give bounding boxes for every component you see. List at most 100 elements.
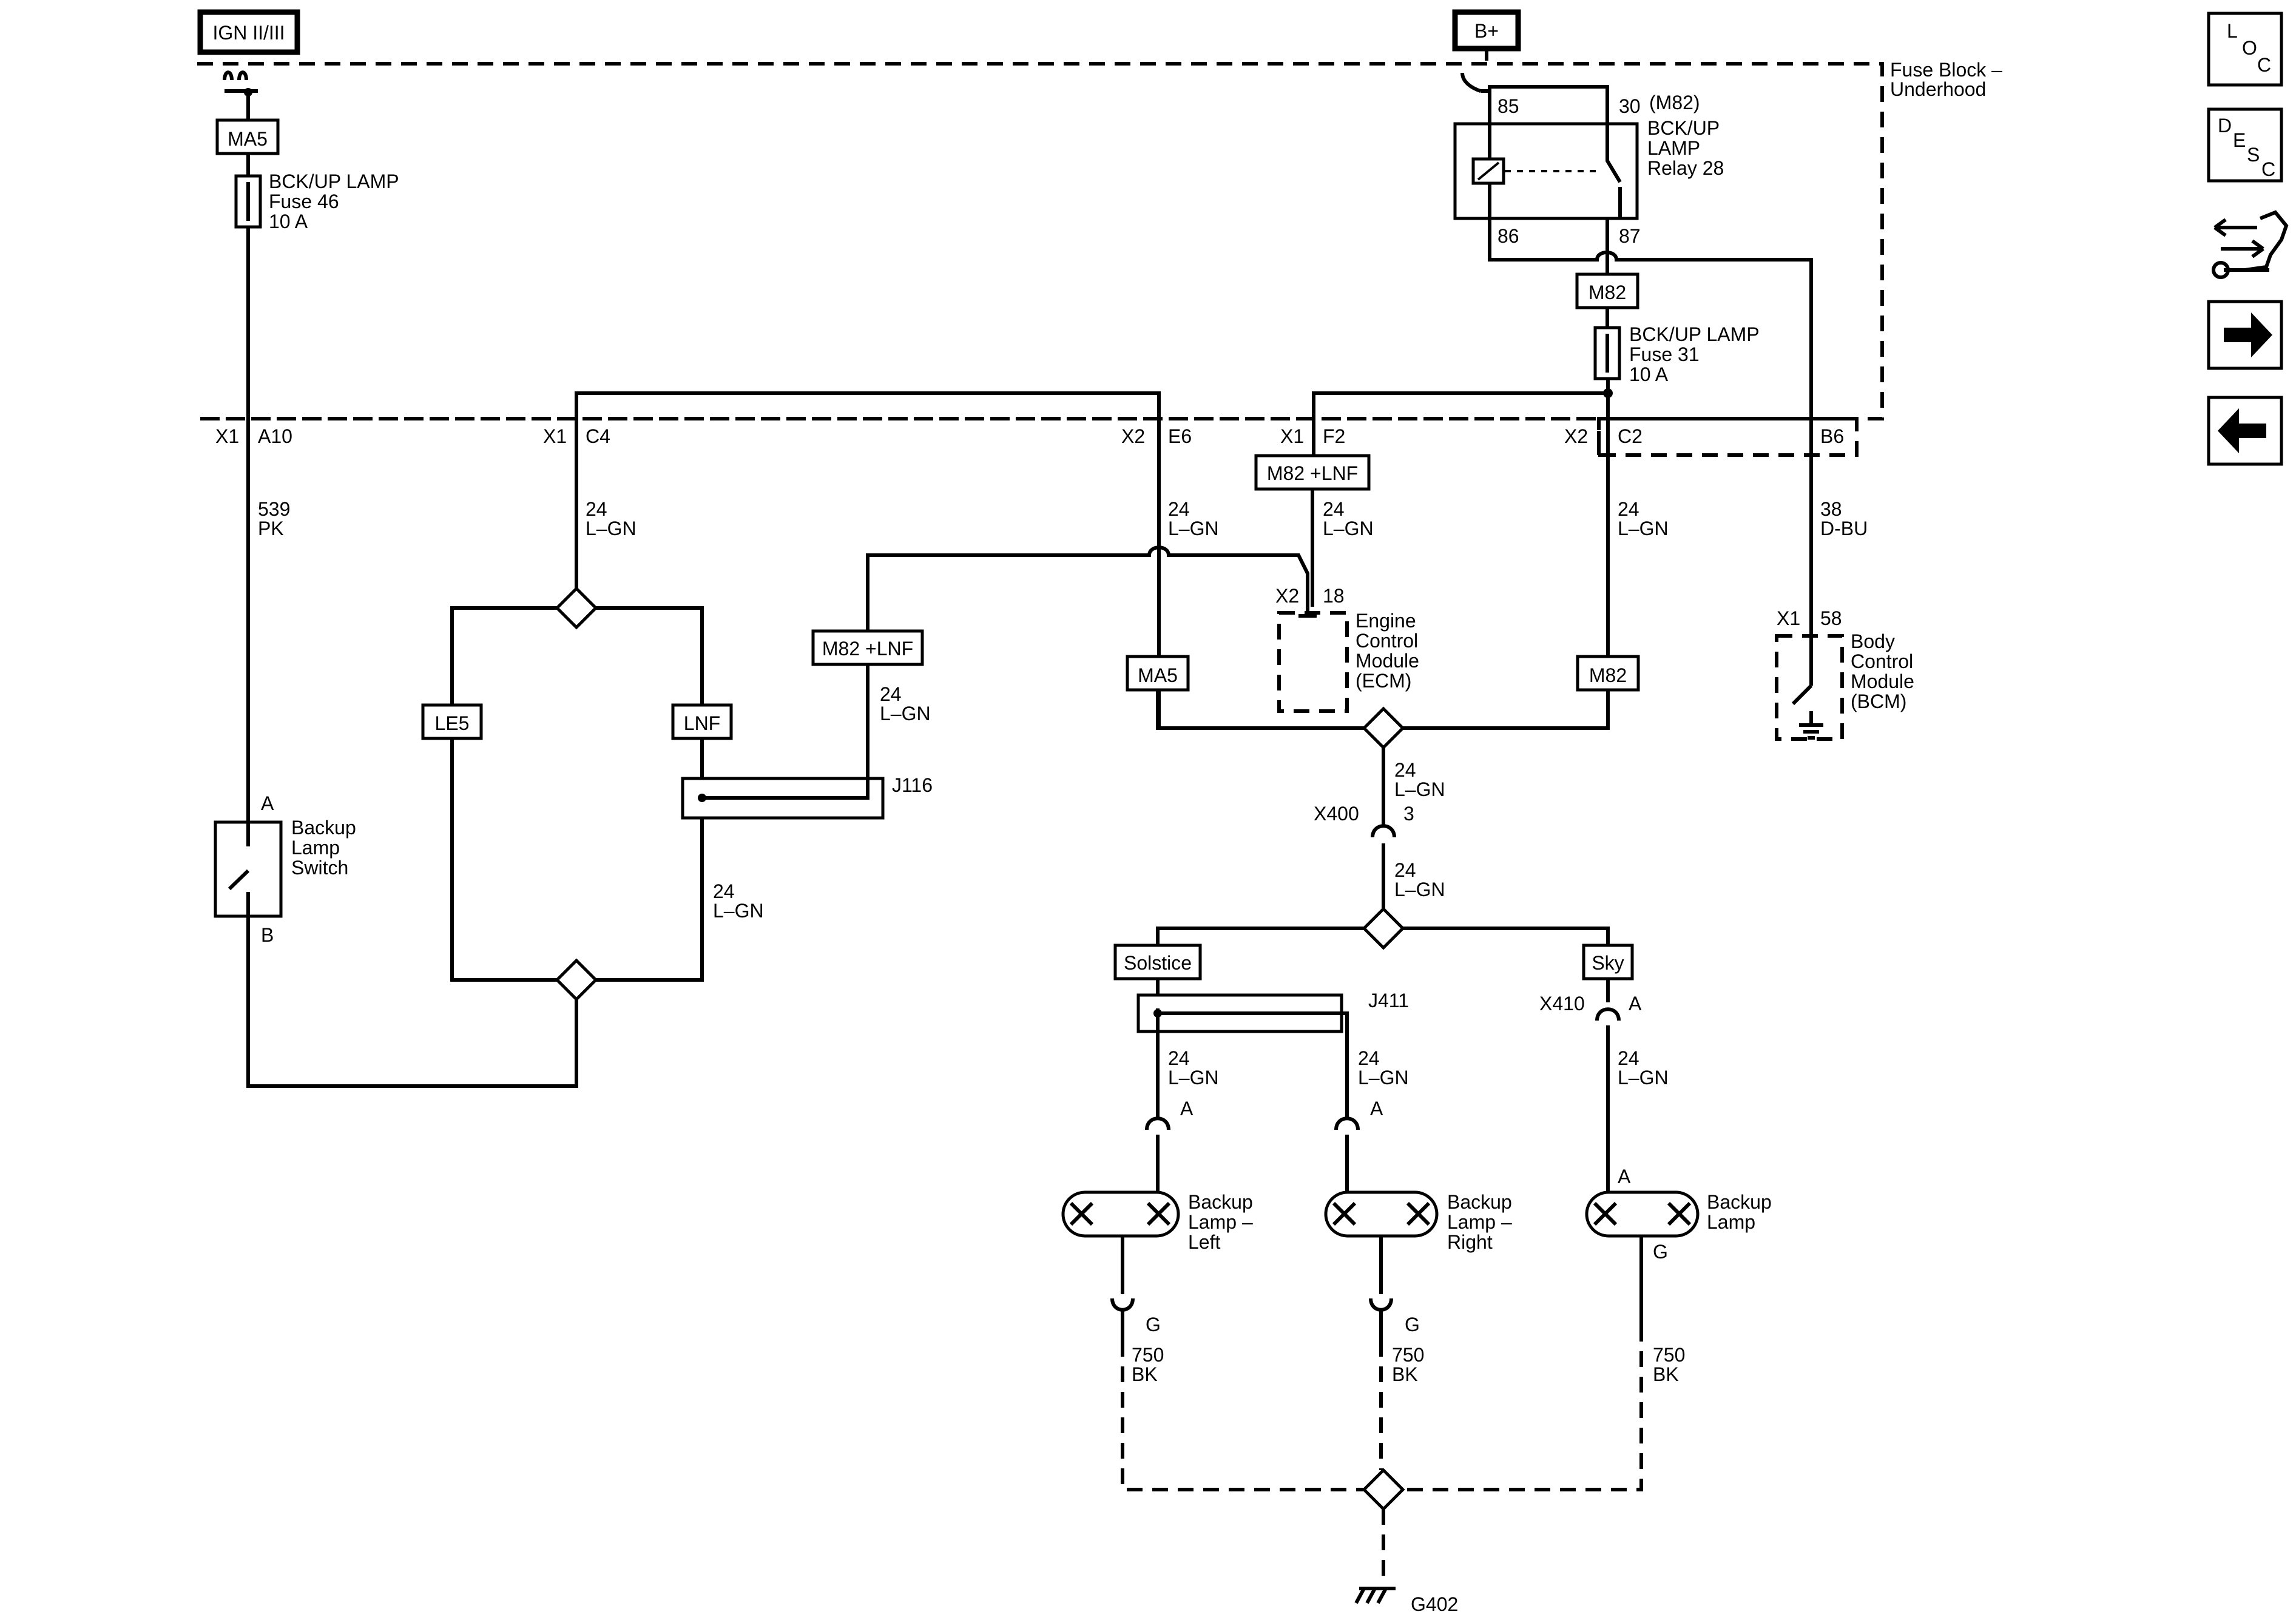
splice-pack-j411: J411 (1136, 990, 1409, 1119)
option-ma5-top: MA5 (215, 118, 280, 155)
option-ma5-e6: MA5 (1126, 655, 1190, 692)
diagram-label: BK (1132, 1363, 1158, 1385)
diagram-label: BCK/UP (1647, 117, 1720, 139)
splice-upper-le5-lnf (555, 586, 598, 630)
diagram-label: Module (1356, 650, 1419, 672)
diagram-label: G (1405, 1314, 1420, 1335)
option-m82-lnf-ecm: M82 +LNF (1254, 454, 1371, 491)
fuse-block-label: Fuse Block – Underhood (1890, 59, 2002, 100)
diagram-label: C4 (586, 425, 610, 447)
engine-control-module: X2 18 Engine Control Module (ECM) (1275, 585, 1419, 713)
diagram-label: Fuse 31 (1629, 343, 1700, 365)
battery-power-source: B+ (1452, 9, 1521, 52)
fuse31-label: BCK/UP LAMP Fuse 31 10 A (1629, 323, 1760, 385)
diagram-label: Backup (1707, 1191, 1772, 1213)
diagram-label: 24 (1618, 1047, 1639, 1069)
diagram-label: S (2247, 144, 2260, 166)
diagram-label: J116 (892, 774, 933, 796)
diagram-label: 24 (1358, 1047, 1380, 1069)
location-view-button[interactable]: L O C (2207, 12, 2283, 87)
diagram-label: Lamp – (1447, 1211, 1512, 1233)
diagram-label: Backup (1447, 1191, 1512, 1213)
diagram-label: A (1618, 1166, 1631, 1187)
diagram-label: Module (1851, 670, 1914, 692)
ground-splice (1362, 1468, 1405, 1511)
main-splice (1362, 706, 1405, 750)
wire-e6-to-main-splice (1156, 690, 1383, 730)
splice-pack-j116: J116 (681, 643, 933, 820)
diagram-label: BK (1392, 1363, 1418, 1385)
diagram-label: X2 (1564, 425, 1588, 447)
diagram-label: (M82) (1649, 92, 1700, 113)
option-le5: LE5 (421, 703, 483, 740)
wire-fuse31-to-f2 (1312, 391, 1608, 458)
diagram-label: 18 (1323, 585, 1345, 607)
option-sky: Sky (1582, 944, 1634, 981)
diagram-label: M82 (1589, 282, 1626, 303)
diagram-label: 24 (1394, 859, 1416, 881)
diagram-label: 10 A (1629, 363, 1669, 385)
diagram-label: 3 (1403, 803, 1414, 825)
diagnostic-tools-icon[interactable] (2212, 210, 2289, 279)
diagram-label: A (1629, 993, 1642, 1014)
option-m82-c2: M82 (1576, 655, 1640, 692)
diagram-label: 750 (1132, 1344, 1164, 1366)
ign-connector-symbol (223, 70, 258, 93)
diagram-label: LE5 (435, 712, 470, 734)
diagram-label: M82 (1589, 664, 1627, 686)
diagram-label: L–GN (1394, 879, 1445, 900)
option-m82-lnf-j116: M82 +LNF (811, 629, 924, 666)
diagram-label: 10 A (269, 211, 308, 232)
option-solstice: Solstice (1113, 944, 1202, 981)
diagram-label: A (261, 792, 274, 814)
wire-c4-to-e6 (575, 391, 1161, 728)
diagram-label: L–GN (1168, 1067, 1219, 1089)
ground-g402: G402 (1354, 1587, 1458, 1615)
diagram-label: Underhood (1890, 78, 1986, 100)
ground-tie-dashed (1121, 1341, 1643, 1578)
diagram-label: M82 +LNF (1267, 462, 1358, 484)
diagram-label: C (2261, 158, 2275, 180)
diagram-label: B+ (1474, 20, 1499, 42)
diagram-label: X2 (1121, 425, 1145, 447)
diagram-label: Right (1447, 1231, 1493, 1253)
diagram-label: 38 (1820, 498, 1842, 520)
diagram-label: O (2242, 37, 2257, 59)
diagram-label: Sky (1592, 952, 1624, 974)
diagram-label: F2 (1323, 425, 1345, 447)
option-lnf: LNF (671, 703, 733, 740)
diagram-label: A10 (258, 425, 292, 447)
diagram-label: L–GN (1323, 518, 1374, 539)
diagram-label: PK (258, 518, 284, 539)
description-view-button[interactable]: D E S C (2207, 107, 2283, 183)
arrow-right-icon (2224, 312, 2272, 357)
next-page-button[interactable] (2207, 300, 2283, 370)
diagram-label: (ECM) (1356, 670, 1411, 692)
diagram-label: Backup (291, 817, 356, 839)
diagram-label: Engine (1356, 610, 1416, 632)
diagram-label: MA5 (228, 128, 268, 150)
diagram-label: C (2257, 54, 2271, 76)
diagram-label: BCK/UP LAMP (1629, 323, 1760, 345)
diagram-label: Fuse 46 (269, 191, 339, 212)
diagram-label: D (2218, 115, 2232, 137)
ign-power-source: IGN II/III (197, 9, 300, 55)
diagram-label: 750 (1392, 1344, 1424, 1366)
diagram-label: D-BU (1820, 518, 1868, 539)
diagram-label: C2 (1618, 425, 1643, 447)
backup-lamp-left: A Backup Lamp – Left (1061, 1098, 1253, 1253)
diagram-label: L–GN (713, 900, 764, 922)
diagram-label: Body (1851, 630, 1895, 652)
diagram-label: X1 (543, 425, 567, 447)
diagram-label: Solstice (1124, 952, 1192, 974)
diagram-label: BCK/UP LAMP (269, 170, 399, 192)
battery-connector-symbol (1460, 72, 1490, 93)
wire-c2-to-main-splice (1383, 690, 1610, 730)
connector-x410: X410 A (1539, 993, 1642, 1192)
splice-lower-le5-lnf (555, 958, 598, 1002)
connector-right-ground (1369, 1298, 1393, 1312)
diagram-label: 539 (258, 498, 290, 520)
previous-page-button[interactable] (2207, 396, 2283, 466)
diagram-label: 58 (1820, 607, 1842, 629)
